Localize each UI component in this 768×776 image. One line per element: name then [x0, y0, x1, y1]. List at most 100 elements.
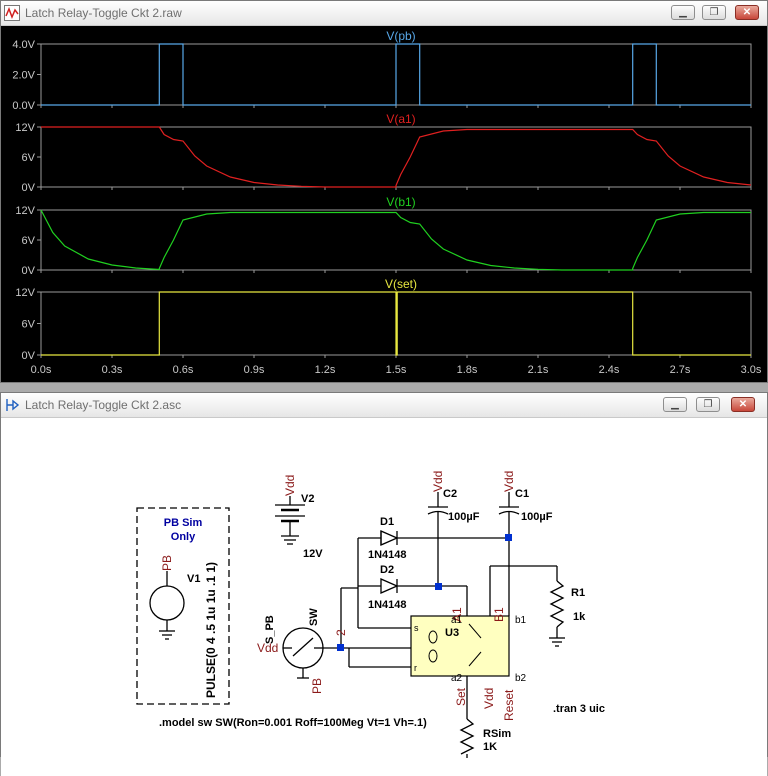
c1-name: C1	[515, 488, 529, 500]
y-tick-label: 6V	[22, 152, 36, 164]
model-directive: .model sw SW(Ron=0.001 Roff=100Meg Vt=1 …	[159, 717, 427, 729]
u3-b2-terminal: b2	[515, 673, 527, 684]
node-dot	[435, 583, 442, 590]
waveform-svg[interactable]: V(pb) 4.0V 2.0V 0.0V V(a1) 12V 6V 0V V(b1) 12V 6V 0…	[1, 26, 767, 382]
rsim-value: 1K	[483, 741, 497, 753]
waveform-plot-area[interactable]: V(pb) 4.0V 2.0V 0.0V V(a1) 12V 6V 0V V(b1) 12V 6V 0…	[1, 26, 767, 382]
c2-pin-label: Vdd	[431, 471, 445, 492]
restore-button[interactable]: ❐	[696, 397, 720, 412]
sw-pb-pin: PB	[310, 678, 324, 694]
c2-name: C2	[443, 488, 457, 500]
u3-vdd-pin: Vdd	[482, 688, 496, 709]
x-tick-label: 0.6s	[173, 364, 194, 376]
u3-b1-terminal: b1	[515, 615, 527, 626]
waveform-titlebar[interactable]: Latch Relay-Toggle Ckt 2.raw ▁ ❐ ✕	[1, 1, 767, 26]
u3-relay-block[interactable]	[410, 615, 510, 677]
waveform-pane-4[interactable]: V(set) 12V 6V 0V 0.0s 0.3s 0.6s 0.9s 1.2s 1.5s 1.8…	[15, 277, 761, 376]
tran-directive: .tran 3 uic	[553, 703, 605, 715]
waveform-pane-3[interactable]: V(b1) 12V 6V 0V	[15, 195, 752, 277]
pb-sim-box	[136, 507, 230, 705]
u3-r-terminal: r	[414, 663, 417, 673]
v2-value: 12V	[303, 548, 323, 560]
schematic-titlebar[interactable]: Latch Relay-Toggle Ckt 2.asc ▁ ❐ ✕	[1, 393, 767, 418]
minimize-button[interactable]: ▁	[671, 5, 695, 20]
schematic-canvas[interactable]: PB Sim Only PB V1 PULSE(0 4 .5 1u 1u .1 …	[1, 418, 767, 776]
trace-va1[interactable]	[41, 126, 752, 188]
sw-name: SW	[308, 608, 320, 626]
u3-a2-terminal: a2	[451, 673, 463, 684]
r1-name: R1	[571, 587, 585, 599]
u3-b1-pin: B1	[492, 607, 506, 622]
c2-value: 100µF	[448, 511, 480, 523]
close-button[interactable]: ✕	[731, 397, 755, 412]
schematic-window: Latch Relay-Toggle Ckt 2.asc ▁ ❐ ✕	[0, 392, 768, 776]
x-tick-label: 2.1s	[528, 364, 549, 376]
trace-vset[interactable]	[41, 291, 751, 356]
restore-button[interactable]: ❐	[702, 5, 726, 20]
trace-title[interactable]: V(a1)	[386, 112, 415, 126]
trace-title[interactable]: V(pb)	[386, 29, 415, 43]
y-tick-label: 0V	[22, 350, 36, 362]
pb-sim-label-line1: PB Sim	[164, 517, 203, 529]
y-tick-label: 6V	[22, 319, 36, 331]
x-tick-label: 1.2s	[315, 364, 336, 376]
x-tick-label: 3.0s	[741, 364, 762, 376]
waveform-pane-2[interactable]: V(a1) 12V 6V 0V	[15, 112, 752, 194]
schematic-window-title: Latch Relay-Toggle Ckt 2.asc	[25, 398, 182, 412]
schematic-svg[interactable]: PB Sim Only PB V1 PULSE(0 4 .5 1u 1u .1 …	[1, 418, 767, 763]
v2-name: V2	[301, 493, 314, 505]
d1-name: D1	[380, 516, 394, 528]
x-tick-label: 2.4s	[599, 364, 620, 376]
v1-value: PULSE(0 4 .5 1u 1u .1 1)	[204, 562, 218, 698]
u3-a1-pin: A1	[450, 607, 464, 622]
trace-title[interactable]: V(set)	[385, 277, 417, 291]
sw-label: S_PB	[264, 615, 276, 644]
u3-name: U3	[445, 627, 459, 639]
rsim-name: RSim	[483, 728, 511, 740]
waveform-pane-1[interactable]: V(pb) 4.0V 2.0V 0.0V	[12, 29, 752, 112]
x-tick-label: 2.7s	[670, 364, 691, 376]
y-tick-label: 12V	[15, 287, 35, 299]
u3-reset-pin: Reset	[502, 689, 516, 721]
u3-a1-terminal: a1	[451, 615, 463, 626]
y-tick-label: 2.0V	[12, 70, 35, 82]
r1-value: 1k	[573, 611, 586, 623]
u3-s-terminal: s	[414, 623, 419, 633]
x-tick-label: 1.5s	[386, 364, 407, 376]
trace-vpb[interactable]	[41, 43, 751, 106]
trace-title[interactable]: V(b1)	[386, 195, 415, 209]
v1-name: V1	[187, 573, 200, 585]
node-dot	[505, 534, 512, 541]
schematic-app-icon	[6, 399, 20, 411]
pb-sim-label-line2: Only	[171, 531, 196, 543]
v2-pin-label: Vdd	[283, 475, 297, 496]
y-tick-label: 12V	[15, 122, 35, 134]
v1-pin-label: PB	[160, 555, 174, 571]
waveform-window: Latch Relay-Toggle Ckt 2.raw ▁ ❐ ✕ V(pb)…	[0, 0, 768, 383]
d2-name: D2	[380, 564, 394, 576]
d2-model: 1N4148	[368, 599, 407, 611]
trace-vb1[interactable]	[40, 209, 751, 271]
close-button[interactable]: ✕	[735, 5, 759, 20]
c1-pin-label: Vdd	[502, 471, 516, 492]
sw-node-label: 2	[334, 629, 348, 636]
waveform-app-icon	[4, 5, 20, 21]
y-tick-label: 0V	[22, 182, 36, 194]
u3-set-pin: Set	[454, 687, 468, 706]
node-dot	[337, 644, 344, 651]
sw-vdd-pin: Vdd	[257, 641, 278, 655]
x-tick-label: 1.8s	[457, 364, 478, 376]
x-tick-label: 0.0s	[31, 364, 52, 376]
y-tick-label: 12V	[15, 205, 35, 217]
y-tick-label: 4.0V	[12, 39, 35, 51]
y-tick-label: 6V	[22, 235, 36, 247]
d1-model: 1N4148	[368, 549, 407, 561]
y-tick-label: 0V	[22, 265, 36, 277]
pane-frame	[40, 126, 752, 188]
x-tick-label: 0.3s	[102, 364, 123, 376]
v1-source-symbol[interactable]	[149, 585, 185, 621]
y-tick-label: 0.0V	[12, 100, 35, 112]
x-tick-label: 0.9s	[244, 364, 265, 376]
c1-value: 100µF	[521, 511, 553, 523]
minimize-button[interactable]: ▁	[663, 397, 687, 412]
